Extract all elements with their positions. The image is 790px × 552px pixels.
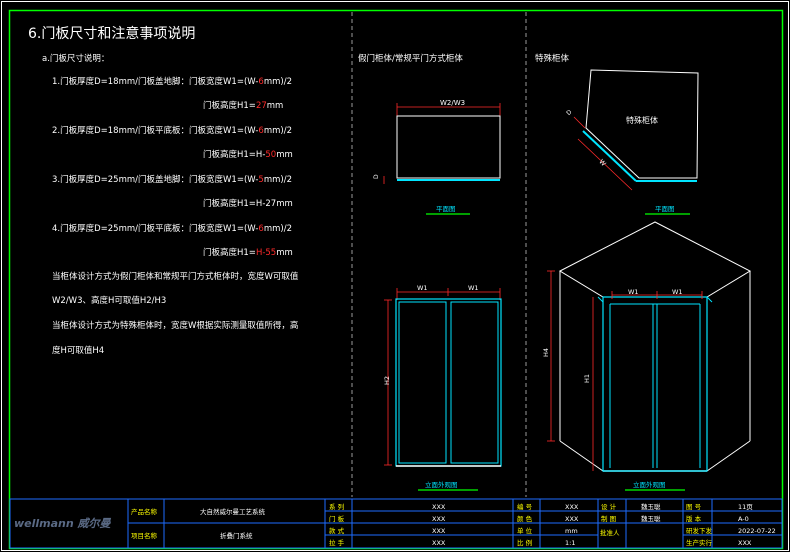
title-block-label: 图 号 [686,503,702,511]
dim-h1-special: H1 [583,374,591,383]
title-block-value: mm [565,527,578,535]
title-block-value: 魏玉聪 [641,514,661,523]
dim-w1-b: W1 [468,284,479,292]
dim-w2w3: W2/W3 [440,99,465,107]
title-block-label: 版 本 [686,514,702,523]
rule-width-line: 4.门板厚度D=25mm/门板平底板：门板宽度W1=(W-6mm)/2 [52,223,292,234]
dim-w1-d: W1 [672,288,683,296]
panel-right-title: 特殊柜体 [535,53,570,64]
plan-view-standard: W2/W3 D 平面图 [373,99,501,215]
panel-left-title: 假门柜体/常规平门方式柜体 [358,53,463,64]
note-line-2: W2/W3、高度H可取值H2/H3 [52,295,166,306]
title-block-value: XXX [432,515,446,523]
title-block-label: 款 式 [329,526,345,535]
title-block-label: 制 图 [601,514,616,523]
dim-d-right: D [565,108,573,116]
title-block-value: 魏玉聪 [641,502,661,511]
dim-w1-a: W1 [417,284,428,292]
rule-width-line: 1.门板厚度D=18mm/门板盖地脚：门板宽度W1=(W-6mm)/2 [52,76,292,87]
title-block [9,498,783,549]
rule-height-line: 门板高度H1=H-50mm [203,149,293,160]
approver-label: 批准人 [600,528,620,537]
plan-view-special: 特殊柜体 D W 平面图 [565,69,699,215]
dim-w-right: W [597,158,608,169]
rule-list: 1.门板厚度D=18mm/门板盖地脚：门板宽度W1=(W-6mm)/2 门板高度H… [52,76,293,258]
title-block-label: 生产实行 [686,538,713,547]
rule-width-line: 3.门板厚度D=25mm/门板盖地脚：门板宽度W1=(W-5mm)/2 [52,174,292,185]
title-block-value: 2022-07-22 [738,527,776,535]
title-block-value: XXX [432,527,446,535]
special-cabinet-label: 特殊柜体 [626,115,658,125]
title-block-value: 11页 [738,503,753,511]
elev-view-caption-right: 立面外观图 [633,480,666,489]
title-block-value: XXX [565,515,579,523]
rule-height-line: 门板高度H1=H-27mm [203,198,293,209]
elev-view-caption-left: 立面外观图 [425,480,458,489]
title-block-value: XXX [738,539,752,547]
title-block-value: 1:1 [565,539,575,547]
dim-h4: H4 [542,348,550,357]
note-line-4: 度H可取值H4 [52,345,104,356]
project-name: 折叠门系统 [220,531,253,540]
title-block-label: 设 计 [601,502,617,511]
note-line-3: 当柜体设计方式为特殊柜体时，宽度W根据实际测量取值所得，高 [52,320,298,331]
subheading: a.门板尺寸说明： [42,53,109,64]
section-title: 6.门板尺寸和注意事项说明 [28,25,195,42]
title-block-label: 系 列 [329,502,344,511]
rule-height-line: 门板高度H1=27mm [203,100,283,111]
note-line-1: 当柜体设计方式为假门柜体和常规平门方式柜体时，宽度W可取值 [52,271,299,282]
title-block-label: 编 号 [517,502,533,511]
title-block-label: 门 板 [329,514,345,523]
title-block-text: 产品名称 大自然威尔曼工艺系统 项目名称 折叠门系统 批准人 [131,507,620,540]
title-block-value: XXX [432,503,446,511]
dim-h2-h3: H2 [383,376,391,385]
elevation-view-special: W1 W1 H4 H1 立面外观图 [542,221,752,491]
dim-d-left: D [373,174,380,179]
company-logo: wellmann 威尔曼 [14,517,112,530]
elevation-view-standard: W1 W1 H2 立面外观图 [383,284,502,491]
title-block-label: 颜 色 [517,514,533,523]
dim-w1-c: W1 [628,288,639,296]
title-block-value: XXX [565,503,579,511]
plan-view-caption-right: 平面图 [655,205,675,213]
title-block-label: 单 位 [517,526,533,535]
product-name-label: 产品名称 [131,507,158,516]
title-block-label: 拉 手 [329,538,345,547]
plan-view-caption-left: 平面图 [436,205,456,213]
rule-height-line: 门板高度H1=H-55mm [203,247,293,258]
project-name-label: 项目名称 [131,531,158,540]
title-block-label: 研发下发 [686,526,713,535]
title-block-label: 比 例 [517,538,532,547]
rule-width-line: 2.门板厚度D=18mm/门板平底板：门板宽度W1=(W-6mm)/2 [52,125,292,136]
product-name: 大自然威尔曼工艺系统 [200,507,266,516]
title-block-value: XXX [432,539,446,547]
title-block-value: A-0 [738,515,749,523]
